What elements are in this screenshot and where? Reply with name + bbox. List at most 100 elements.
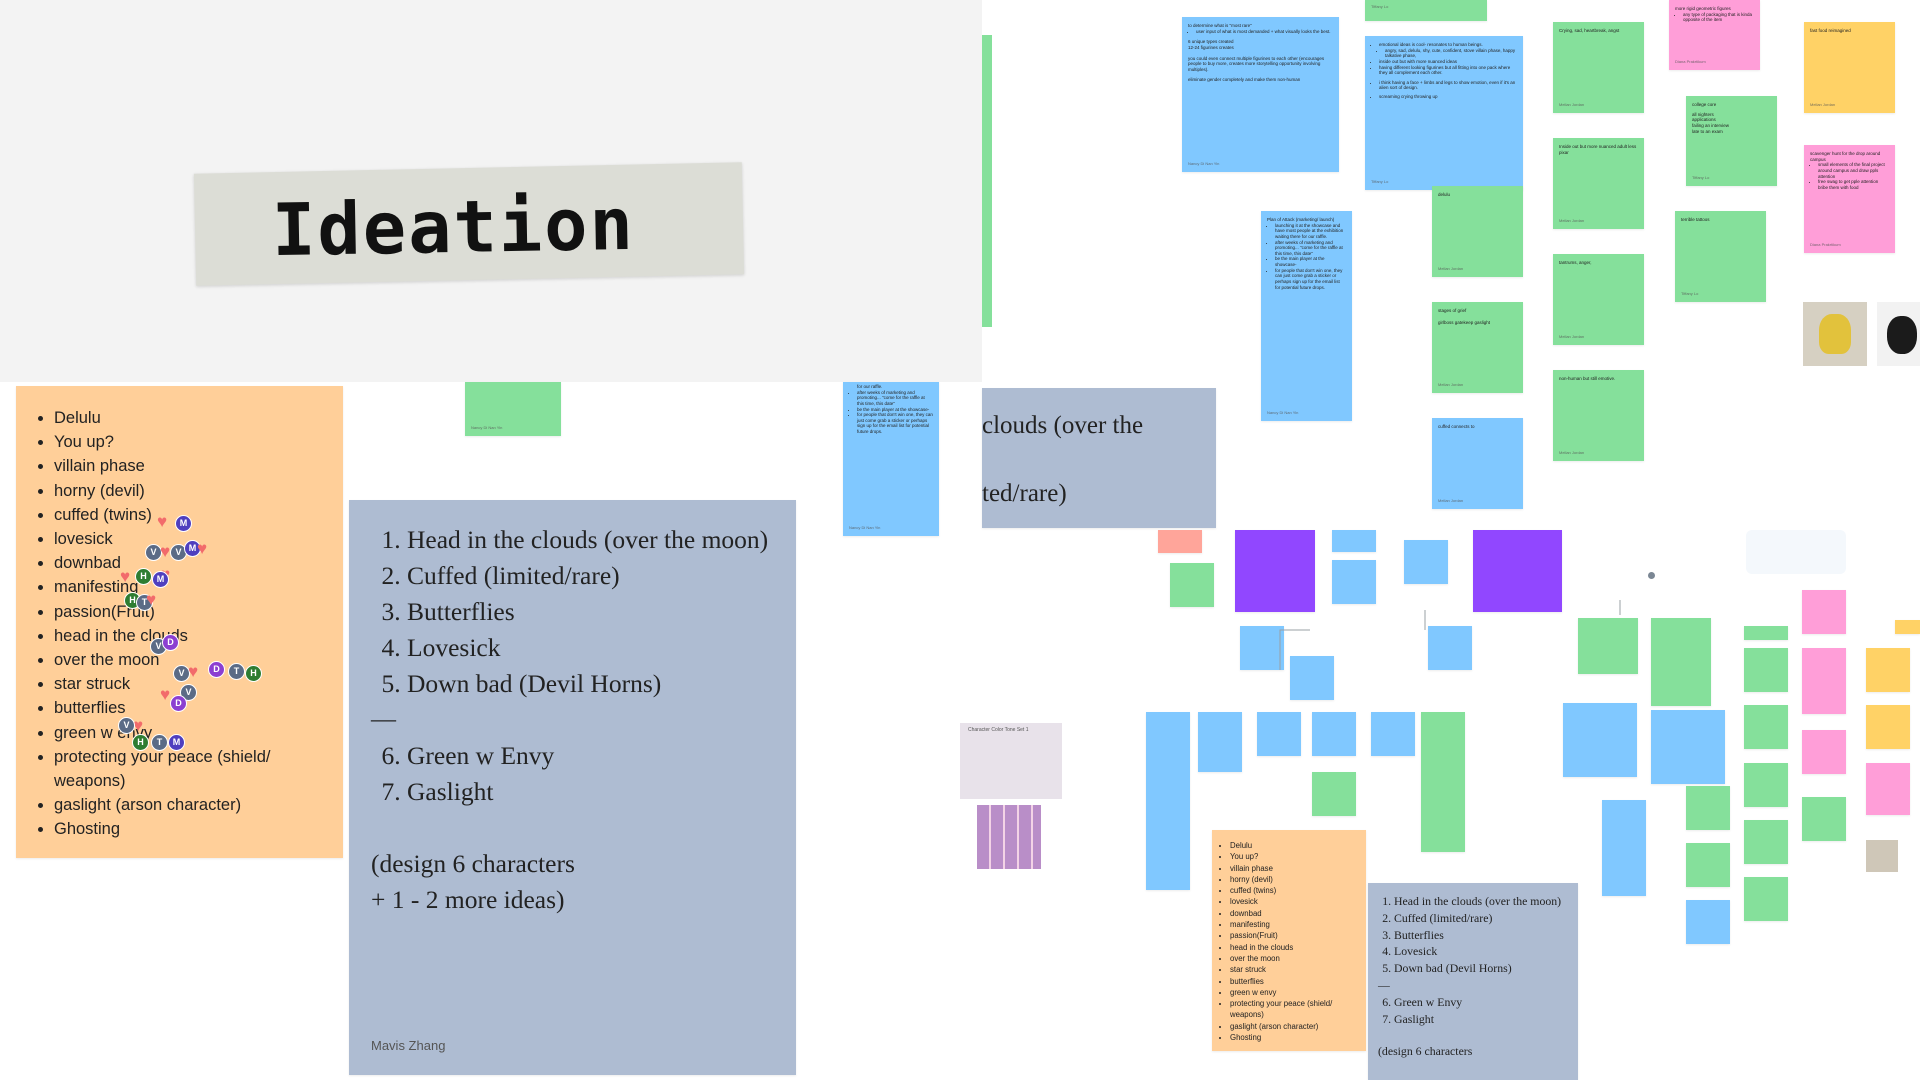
- geometric-sticky[interactable]: more rigid geometric figures any type of…: [1669, 0, 1760, 70]
- mini-sticky[interactable]: [1651, 710, 1725, 784]
- color-palette-card[interactable]: Character Color Tone Set 1: [960, 723, 1062, 799]
- list-item: gaslight (arson character): [54, 793, 325, 817]
- stages-sticky[interactable]: stages of grief girlboss gatekeep gaslig…: [1432, 302, 1523, 393]
- small-green-sticky[interactable]: Nancy Di Nan Yin: [465, 382, 561, 436]
- vote-avatar[interactable]: M: [184, 540, 201, 557]
- list-item: butterflies: [54, 696, 325, 720]
- vote-avatar[interactable]: V: [170, 544, 187, 561]
- mini-sticky[interactable]: [1312, 712, 1356, 756]
- mini-sticky[interactable]: [1895, 620, 1920, 634]
- mini-sticky[interactable]: [1686, 900, 1730, 944]
- cuffed-connects-sticky[interactable]: cuffed connects to Mellan Jordan: [1432, 418, 1523, 509]
- emotion-list-sticky[interactable]: Delulu You up? villain phase horny (devi…: [16, 386, 343, 858]
- mini-sticky[interactable]: [1802, 648, 1846, 714]
- mini-sticky[interactable]: [1158, 530, 1202, 553]
- mind-map-thumbnail[interactable]: [1746, 530, 1846, 574]
- heart-reaction-icon: ♥: [120, 567, 131, 586]
- figurine-image[interactable]: [1866, 840, 1898, 872]
- mini-sticky[interactable]: [1563, 703, 1637, 777]
- mini-sticky[interactable]: [1744, 763, 1788, 807]
- mini-emotion-list-sticky[interactable]: Delulu You up? villain phase horny (devi…: [1212, 830, 1366, 1051]
- mini-sticky[interactable]: [1198, 712, 1242, 772]
- plan-sticky-partial[interactable]: for our raffle. after weeks of marketing…: [843, 382, 939, 536]
- vote-avatar[interactable]: D: [208, 661, 225, 678]
- mini-sticky[interactable]: [1404, 540, 1448, 584]
- mini-sticky[interactable]: [1866, 648, 1910, 692]
- shortlist-sticky-partial[interactable]: clouds (over the ted/rare): [982, 388, 1216, 528]
- vote-avatar[interactable]: T: [228, 663, 245, 680]
- vote-avatar[interactable]: T: [136, 594, 153, 611]
- mini-sticky[interactable]: [1602, 800, 1646, 896]
- vote-avatar[interactable]: M: [175, 515, 192, 532]
- vote-avatar[interactable]: H: [132, 734, 149, 751]
- mini-sticky[interactable]: [1578, 618, 1638, 674]
- mini-shortlist-sticky[interactable]: Head in the clouds (over the moon) Cuffe…: [1368, 883, 1578, 1080]
- mini-sticky[interactable]: [1332, 530, 1376, 552]
- tantrums-sticky[interactable]: tantrums, anger, Mellan Jordan: [1553, 254, 1644, 345]
- vote-avatar[interactable]: M: [168, 734, 185, 751]
- mini-sticky[interactable]: [1744, 820, 1788, 864]
- mini-sticky[interactable]: [1744, 705, 1788, 749]
- nonhuman-sticky[interactable]: non-human but still emotive. Mellan Jord…: [1553, 370, 1644, 461]
- mini-sticky[interactable]: [1170, 563, 1214, 607]
- shortlist: Head in the clouds (over the moon) Cuffe…: [371, 522, 774, 702]
- list-item: head in the clouds: [54, 624, 325, 648]
- mini-sticky[interactable]: [1802, 590, 1846, 634]
- mini-sticky[interactable]: [1257, 712, 1301, 756]
- mini-sticky[interactable]: [1371, 712, 1415, 756]
- mini-sticky[interactable]: [1651, 618, 1711, 706]
- mini-sticky[interactable]: [1332, 560, 1376, 604]
- color-swatch-grid[interactable]: [977, 805, 1041, 869]
- vote-avatar[interactable]: H: [245, 665, 262, 682]
- college-sticky[interactable]: college core all nighters applications f…: [1686, 96, 1777, 186]
- vote-avatar[interactable]: D: [170, 695, 187, 712]
- vote-avatar[interactable]: T: [151, 734, 168, 751]
- list-item: You up?: [54, 430, 325, 454]
- list-item: downbad: [54, 551, 325, 575]
- vote-avatar[interactable]: D: [162, 634, 179, 651]
- vote-avatar[interactable]: V: [173, 665, 190, 682]
- heart-reaction-icon: ♥: [188, 662, 199, 681]
- shortlist-note: + 1 - 2 more ideas): [371, 885, 565, 914]
- mini-sticky[interactable]: [1421, 712, 1465, 852]
- mini-sticky[interactable]: [1802, 797, 1846, 841]
- mini-sticky[interactable]: [1744, 648, 1788, 692]
- list-item: horny (devil): [54, 479, 325, 503]
- mini-sticky[interactable]: [1802, 730, 1846, 774]
- mini-sticky[interactable]: [1744, 626, 1788, 640]
- mini-sticky[interactable]: [1312, 772, 1356, 816]
- mini-sticky[interactable]: [1240, 626, 1284, 670]
- vote-avatar[interactable]: H: [135, 568, 152, 585]
- plan-of-attack-sticky[interactable]: Plan of Attack (marketing/ launch) launc…: [1261, 211, 1352, 421]
- mini-sticky[interactable]: [1235, 530, 1315, 612]
- inside-out-sticky[interactable]: Inside out but more nuanced adult less p…: [1553, 138, 1644, 229]
- figurine-image[interactable]: [1877, 302, 1920, 366]
- palette-label: Character Color Tone Set 1: [968, 727, 1029, 733]
- mini-sticky[interactable]: [1744, 877, 1788, 921]
- vote-avatar[interactable]: V: [118, 717, 135, 734]
- mini-sticky[interactable]: [1866, 705, 1910, 749]
- delulu-sticky[interactable]: delulu Mellan Jordan: [1432, 186, 1523, 277]
- list-item: green w envy: [54, 721, 325, 745]
- top-green-sticky[interactable]: Tiffany Lo: [1365, 0, 1487, 21]
- scavenger-sticky[interactable]: scavenger hunt for the drop around campu…: [1804, 145, 1895, 253]
- mini-sticky[interactable]: [1146, 712, 1190, 890]
- list-item: villain phase: [54, 454, 325, 478]
- emotional-ideas-sticky[interactable]: emotional ideas is cool- resonates to hu…: [1365, 36, 1523, 190]
- shortlist-sticky[interactable]: Head in the clouds (over the moon) Cuffe…: [349, 500, 796, 1075]
- vote-avatar[interactable]: M: [152, 571, 169, 588]
- mini-sticky[interactable]: [1473, 530, 1562, 612]
- figurine-image[interactable]: [1803, 302, 1867, 366]
- fast-food-sticky[interactable]: fast food reimagined Mellan Jordan: [1804, 22, 1895, 113]
- crying-sticky[interactable]: Crying, sad, heartbreak, angst Mellan Jo…: [1553, 22, 1644, 113]
- tattoos-sticky[interactable]: terrible tattoos Tiffany Lo: [1675, 211, 1766, 302]
- mini-sticky[interactable]: [1428, 626, 1472, 670]
- green-strip: [982, 35, 992, 327]
- rarity-sticky[interactable]: to determine what is "most rare" user in…: [1182, 17, 1339, 172]
- mini-sticky[interactable]: [1686, 843, 1730, 887]
- mini-sticky[interactable]: [1686, 786, 1730, 830]
- list-item: star struck: [54, 672, 325, 696]
- mini-sticky[interactable]: [1290, 656, 1334, 700]
- vote-avatar[interactable]: V: [145, 544, 162, 561]
- mini-sticky[interactable]: [1866, 763, 1910, 815]
